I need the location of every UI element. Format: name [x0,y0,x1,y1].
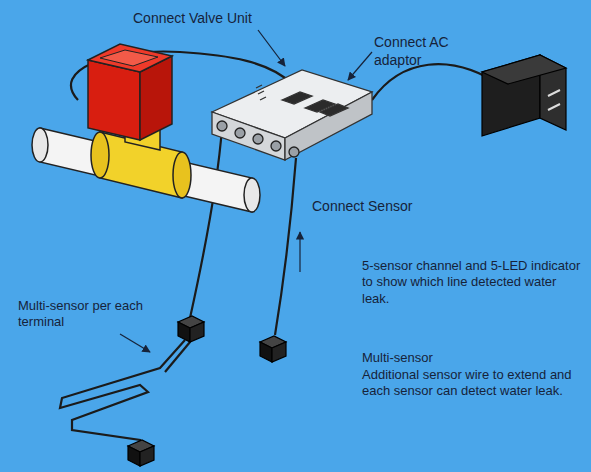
leader-line [299,232,300,272]
annotation-label: Connect AC adaptor [374,34,484,69]
leader-line [348,52,372,80]
ac-adapter [482,55,566,136]
sensor-wire [190,128,222,318]
leader-line [258,30,285,66]
sensors [128,316,286,466]
annotation-label: Multi-sensor [362,350,584,366]
control-box [212,70,372,160]
annotation-label: 5-sensor channel and 5-LED indicator to … [362,258,584,307]
multi-sensor-wire [165,342,190,372]
leader-lines [120,30,372,352]
annotation-label: Multi-sensor per each terminal [18,298,158,331]
annotation-label: Additional sensor wire to extend and eac… [362,367,584,400]
annotation-label: Connect Valve Unit [133,10,283,28]
leader-line [120,334,150,352]
multi-sensor-wire [60,340,185,448]
sensor-connectors [217,121,299,157]
sensor-wire [275,158,296,335]
annotation-label: Connect Sensor [312,198,442,216]
valve-actuator [88,44,172,140]
